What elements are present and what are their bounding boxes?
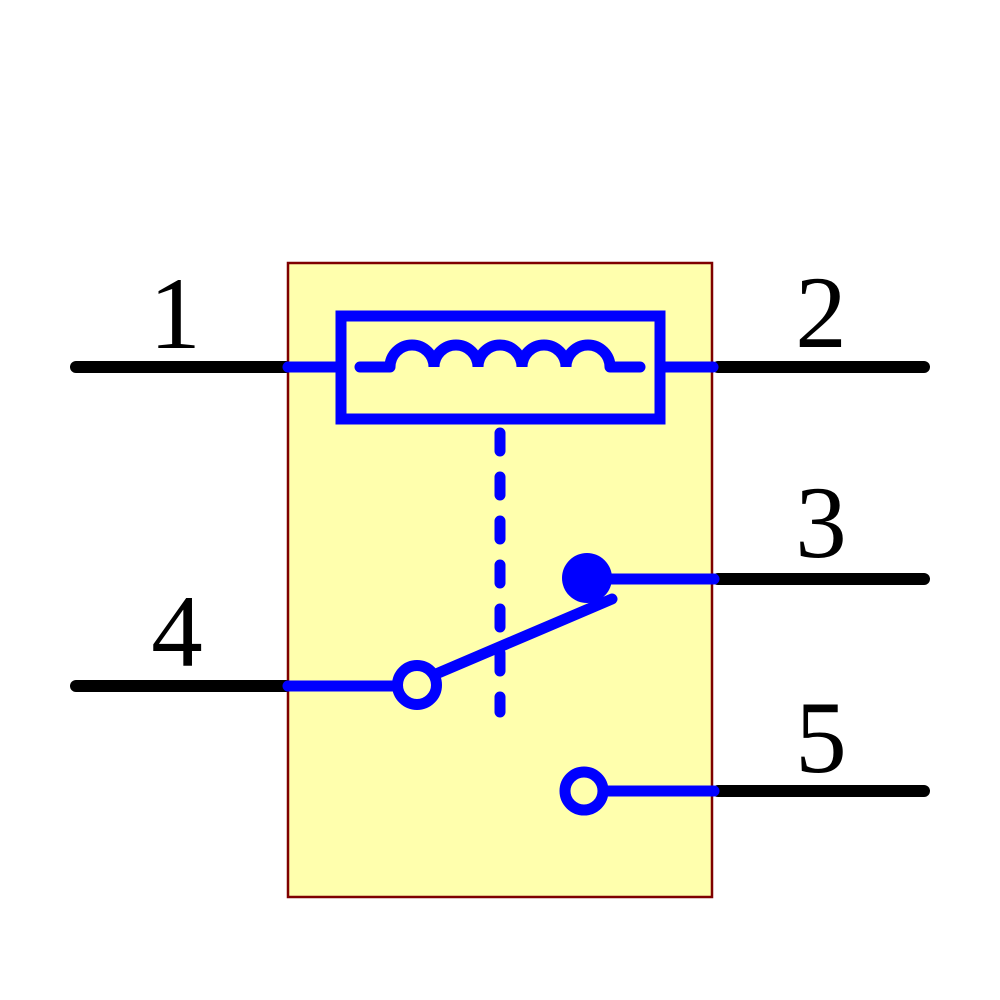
pin-lead-wires — [70, 361, 930, 797]
common-contact-circle — [392, 660, 442, 710]
pin4-label: 4 — [151, 575, 203, 689]
switch-arm — [430, 593, 618, 680]
pin1-label: 1 — [149, 257, 201, 371]
coil-winding — [354, 339, 646, 373]
pin2-label: 2 — [795, 256, 847, 370]
pin-number-labels: 1 2 3 4 5 — [149, 256, 847, 795]
coil-box — [335, 310, 666, 425]
closed-contact-dot — [562, 553, 612, 603]
pin3-label: 3 — [795, 466, 847, 580]
pin5-label: 5 — [795, 681, 847, 795]
open-contact-circle — [559, 766, 609, 816]
relay-symbol-graphics — [282, 310, 720, 816]
